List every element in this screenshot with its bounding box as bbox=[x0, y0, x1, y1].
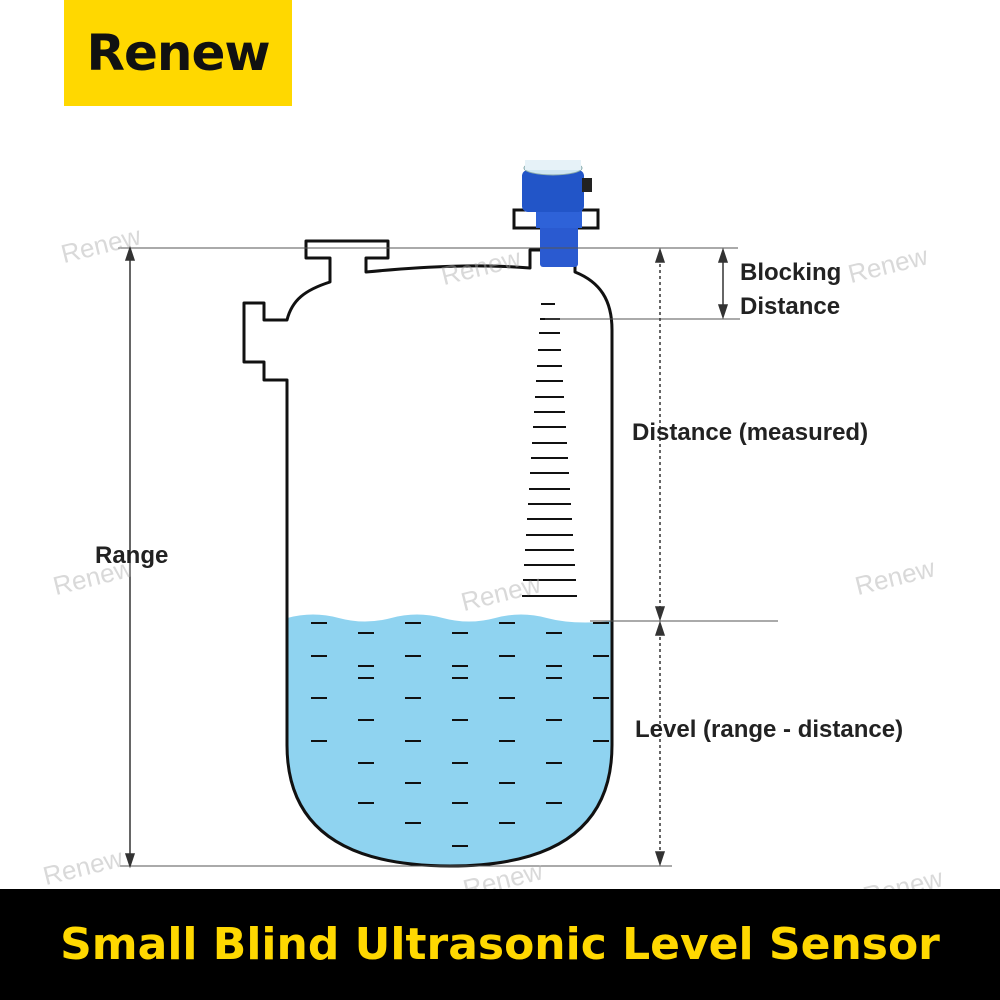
brand-logo-text: Renew bbox=[86, 24, 270, 82]
tank-outline bbox=[242, 239, 614, 868]
liquid bbox=[287, 613, 612, 866]
ultrasonic-waves bbox=[522, 303, 577, 597]
footer-banner: Small Blind Ultrasonic Level Sensor bbox=[0, 889, 1000, 1000]
brand-logo: Renew bbox=[64, 0, 292, 106]
level-label: Level (range - distance) bbox=[635, 716, 904, 743]
blocking-dimension bbox=[717, 247, 729, 320]
range-label: Range bbox=[95, 542, 169, 569]
range-dimension bbox=[124, 245, 136, 869]
liquid-dashes bbox=[311, 622, 609, 847]
level-dimension bbox=[654, 620, 666, 867]
blocking-label-line2: Distance bbox=[740, 293, 841, 320]
distance-measured-label: Distance (measured) bbox=[632, 419, 869, 446]
ultrasonic-sensor bbox=[522, 160, 592, 267]
reference-lines bbox=[118, 247, 778, 867]
blocking-distance-label: Blocking Distance bbox=[740, 256, 841, 324]
liquid-surface bbox=[286, 612, 613, 623]
distance-dimension bbox=[654, 247, 666, 622]
footer-title: Small Blind Ultrasonic Level Sensor bbox=[60, 919, 940, 970]
blocking-label-line1: Blocking bbox=[740, 259, 842, 286]
